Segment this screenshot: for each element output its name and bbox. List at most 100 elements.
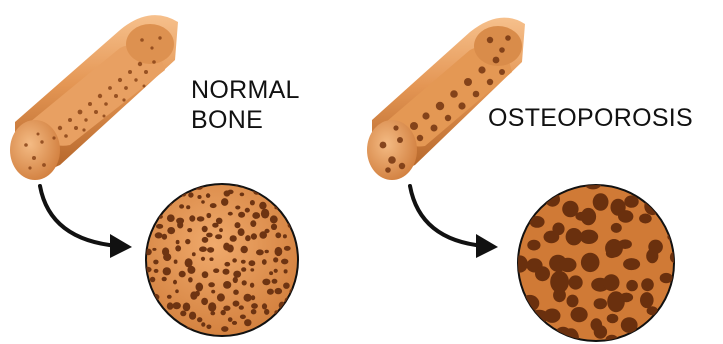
osteoporosis-magnified	[512, 175, 681, 344]
pore	[660, 273, 673, 283]
pore	[177, 222, 183, 229]
pore	[259, 202, 266, 210]
pore	[250, 283, 254, 288]
pore	[167, 214, 175, 222]
pore	[284, 246, 291, 251]
pore	[173, 280, 177, 285]
osteoporosis-label: OSTEOPOROSIS	[488, 103, 693, 133]
pore	[553, 288, 566, 302]
pore	[242, 280, 247, 285]
pore	[197, 317, 202, 322]
pore	[195, 291, 200, 297]
pore	[284, 269, 288, 273]
pore	[235, 206, 240, 210]
pore	[223, 269, 230, 275]
pore	[544, 309, 561, 323]
pore	[221, 326, 228, 332]
pore	[206, 325, 211, 330]
pore	[559, 258, 576, 272]
pore	[581, 208, 596, 225]
pore	[640, 292, 654, 308]
pore	[670, 251, 681, 263]
pore	[607, 314, 619, 323]
pore	[259, 231, 267, 238]
pore	[618, 239, 632, 249]
normal-label-line2: BONE	[191, 105, 300, 135]
pore	[175, 289, 179, 293]
pore	[202, 237, 209, 243]
pore	[580, 230, 599, 244]
pore	[245, 208, 250, 213]
pore	[167, 295, 172, 299]
pore	[244, 294, 252, 302]
pore	[527, 240, 540, 251]
pore	[239, 305, 244, 309]
pore	[210, 311, 215, 315]
pore	[240, 193, 245, 197]
pore	[264, 309, 269, 315]
pore	[150, 277, 155, 283]
pore	[189, 312, 196, 320]
pore	[187, 266, 195, 274]
pore	[269, 271, 273, 275]
pore	[153, 260, 158, 265]
osteoporosis-label-text: OSTEOPOROSIS	[488, 103, 693, 133]
pore	[233, 301, 240, 307]
pore	[606, 249, 618, 258]
pore	[207, 247, 214, 253]
pore	[256, 249, 264, 255]
normal-bone-label: NORMAL BONE	[191, 75, 300, 135]
pore	[221, 198, 228, 206]
pore	[227, 245, 234, 253]
pore	[223, 281, 231, 289]
pore	[233, 290, 239, 295]
pore	[179, 204, 184, 208]
pore	[241, 260, 246, 264]
pore	[569, 275, 583, 289]
pore	[567, 295, 579, 308]
pore	[593, 193, 609, 211]
pore	[210, 203, 217, 208]
pore	[272, 279, 278, 284]
pore	[275, 232, 281, 238]
pore	[584, 175, 603, 190]
pore	[251, 295, 255, 300]
pore	[144, 267, 152, 273]
pore	[241, 246, 248, 253]
pore	[275, 247, 283, 256]
pore	[618, 210, 633, 223]
pore	[206, 233, 213, 238]
pore	[581, 253, 600, 272]
normal-bone-magnified	[140, 177, 298, 336]
pore	[641, 278, 654, 291]
pore	[183, 303, 191, 312]
pore	[270, 215, 278, 223]
pore	[520, 295, 539, 312]
pore	[241, 267, 246, 272]
pore	[275, 288, 283, 294]
pore	[189, 215, 195, 221]
pore	[267, 289, 274, 295]
pore	[162, 234, 167, 240]
pore	[232, 258, 237, 262]
pore	[271, 224, 277, 230]
pore	[250, 220, 256, 227]
pore	[230, 235, 237, 242]
arrow-normal	[40, 186, 132, 258]
pore	[626, 280, 638, 291]
pore	[244, 319, 251, 326]
pore	[154, 269, 159, 273]
pore	[162, 277, 167, 282]
pore	[223, 306, 230, 311]
pore	[215, 234, 222, 239]
pore	[224, 262, 230, 267]
pore	[217, 293, 225, 301]
pore	[197, 195, 201, 199]
pore	[185, 239, 190, 244]
pore	[174, 260, 178, 264]
pore	[199, 246, 207, 252]
pore	[646, 249, 658, 263]
pore	[163, 253, 171, 261]
pore	[208, 302, 216, 311]
